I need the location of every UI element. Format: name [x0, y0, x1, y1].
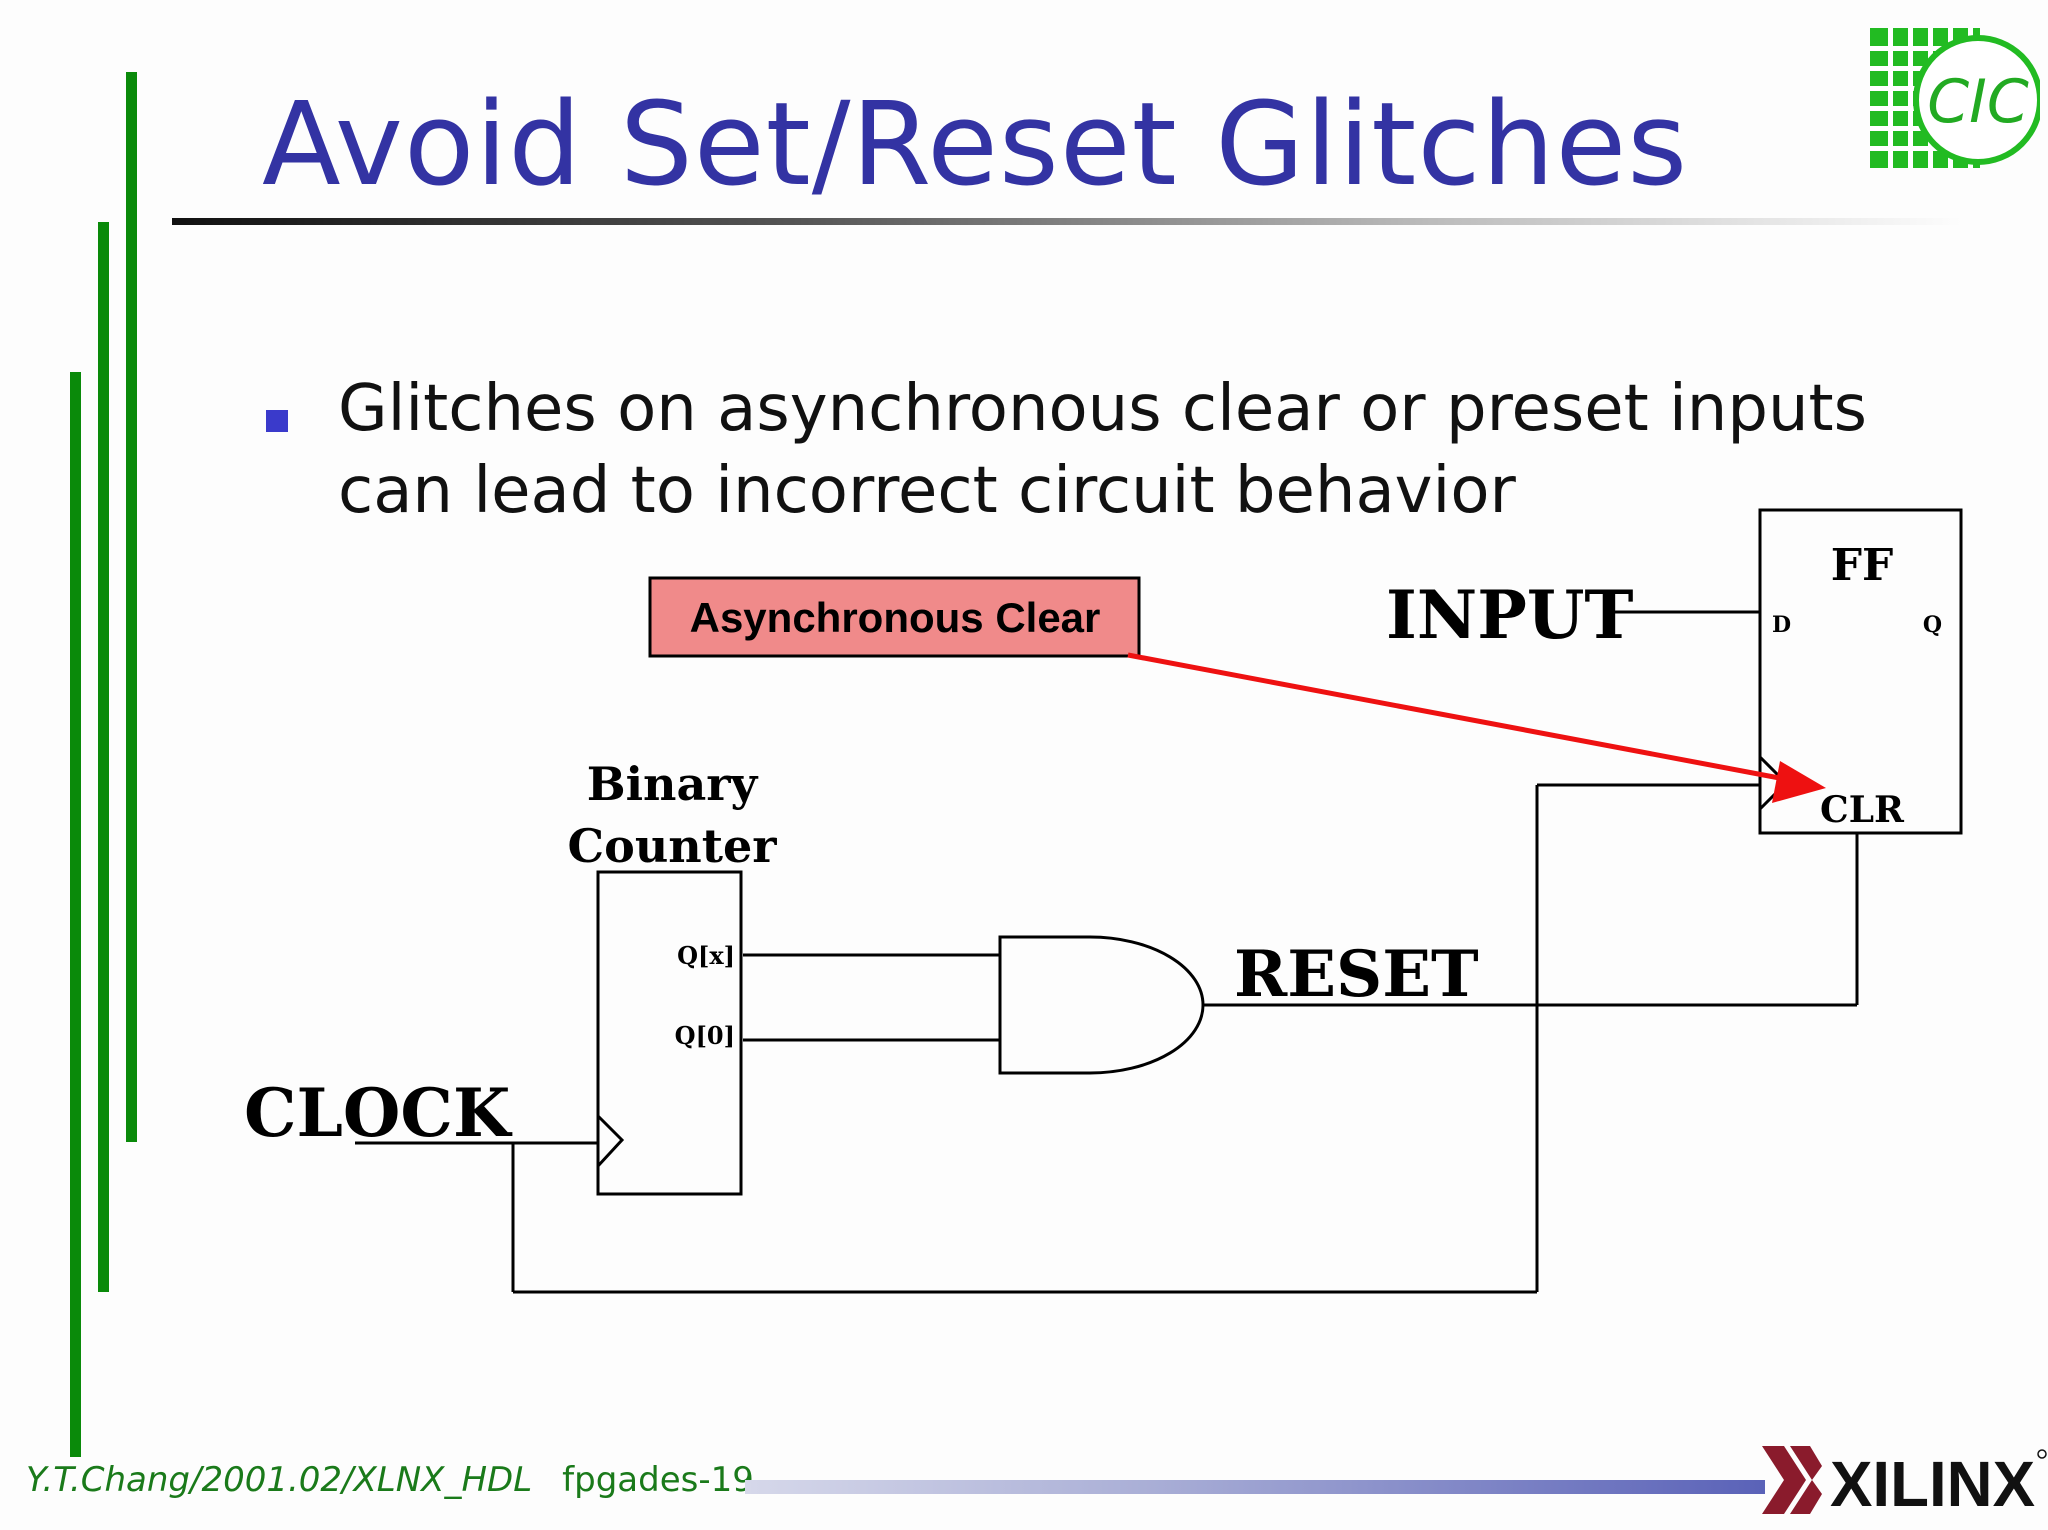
- ff-pin-clr: CLR: [1820, 789, 1905, 831]
- decor-bar-2: [98, 222, 109, 1292]
- counter-clock-notch: [596, 1114, 625, 1168]
- decor-bar-3: [70, 372, 81, 1457]
- xilinx-logo-text: XILINX: [1830, 1448, 2035, 1520]
- bullet-text: Glitches on asynchronous clear or preset…: [338, 372, 1867, 528]
- ff-title: FF: [1831, 540, 1893, 591]
- counter-title-line2: Counter: [568, 819, 778, 873]
- footer-rule: [745, 1480, 1765, 1494]
- async-clear-label: Asynchronous Clear: [690, 594, 1101, 641]
- and-gate: [998, 935, 1205, 1075]
- clock-label: CLOCK: [244, 1074, 513, 1152]
- reset-label: RESET: [1234, 937, 1479, 1012]
- counter-pin-q0: Q[0]: [675, 1021, 735, 1050]
- input-label: INPUT: [1386, 576, 1634, 654]
- decor-bar-1: [126, 72, 137, 1142]
- arrow-head-icon: [1772, 761, 1826, 803]
- footer-author: Y.T.Chang/2001.02/XLNX_HDL: [26, 1460, 533, 1500]
- cic-logo-icon: CIC: [1870, 28, 2040, 168]
- footer-page-id: fpgades-19: [562, 1460, 754, 1500]
- cic-logo-text: CIC: [1927, 67, 2029, 137]
- title-underline: [172, 218, 1962, 225]
- async-clear-arrow: [1127, 652, 1791, 783]
- async-clear-callout: [648, 576, 1141, 658]
- ff-pin-q: Q: [1923, 612, 1942, 638]
- slide-title: Avoid Set/Reset Glitches: [262, 78, 1689, 212]
- xilinx-logo-icon: XILINX: [1762, 1446, 2047, 1520]
- ff-pin-d: D: [1772, 612, 1791, 638]
- bullet-marker: [266, 410, 288, 432]
- flip-flop-box: [1758, 508, 1963, 835]
- binary-counter-box: [596, 870, 743, 1196]
- counter-pin-qx: Q[x]: [677, 941, 735, 970]
- footer: Y.T.Chang/2001.02/XLNX_HDL fpgades-19: [26, 1460, 754, 1500]
- counter-title-line1: Binary: [587, 757, 759, 811]
